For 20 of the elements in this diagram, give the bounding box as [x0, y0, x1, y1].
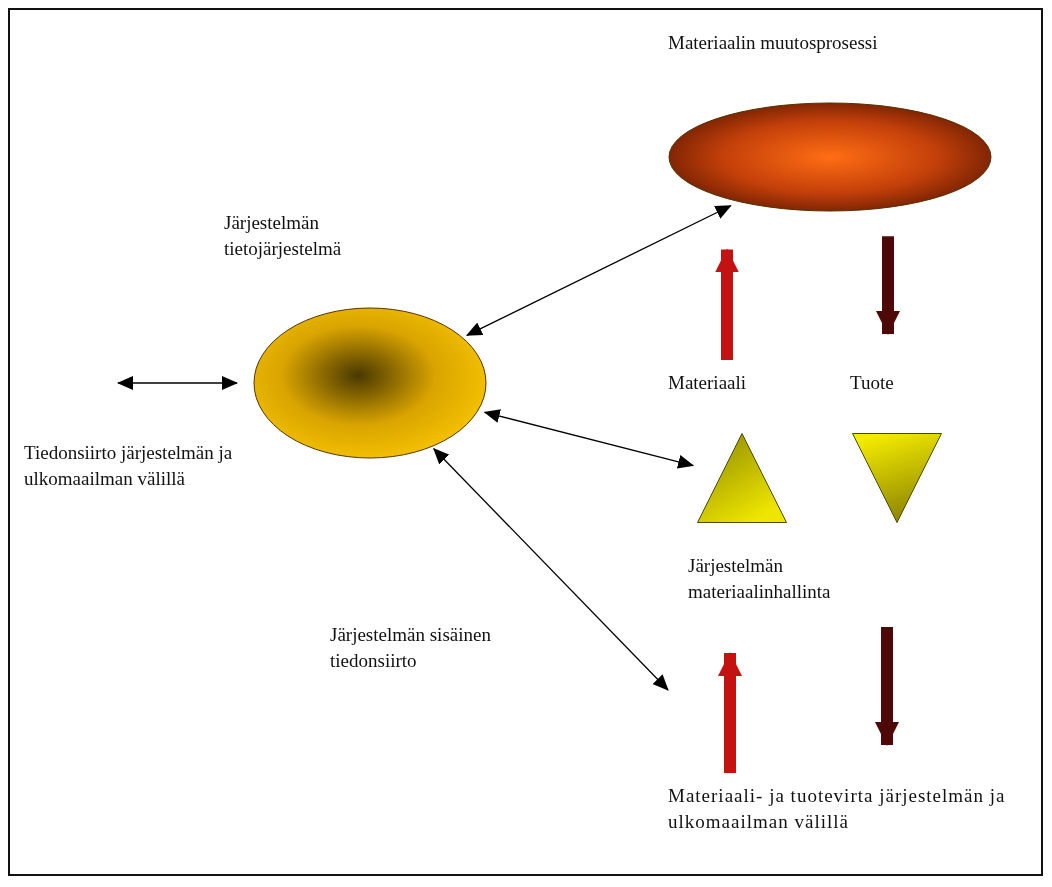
caption-text: Järjestelmän tietojärjestelmä	[224, 211, 343, 261]
caption-text: Materiaalin muutosprosessi	[668, 31, 879, 55]
double-arrow	[433, 448, 669, 691]
node-label: Järjestelmän materiaalinhallinta	[688, 553, 918, 609]
block-arrow	[715, 248, 739, 360]
node-label: Tuote	[850, 370, 920, 400]
node-label: Materiaali- ja tuotevirta järjestelmän ja ulkomaailman välillä	[668, 783, 1038, 873]
block-arrow	[876, 236, 900, 335]
block-arrow	[718, 652, 742, 773]
node-label: Materiaali	[668, 370, 788, 400]
triangle-shape	[852, 433, 942, 523]
double-arrow	[117, 376, 238, 390]
edge-label: Järjestelmän sisäinen tiedonsiirto	[330, 623, 492, 673]
ellipse-shape	[253, 307, 487, 459]
edge-label: Tiedonsiirto järjestelmän ja ulkomaailman välillä	[24, 441, 234, 491]
block-arrow	[875, 627, 899, 746]
triangle-shape	[697, 433, 787, 523]
double-arrow	[466, 205, 732, 337]
ellipse-shape	[668, 102, 992, 212]
double-arrow	[483, 409, 695, 469]
